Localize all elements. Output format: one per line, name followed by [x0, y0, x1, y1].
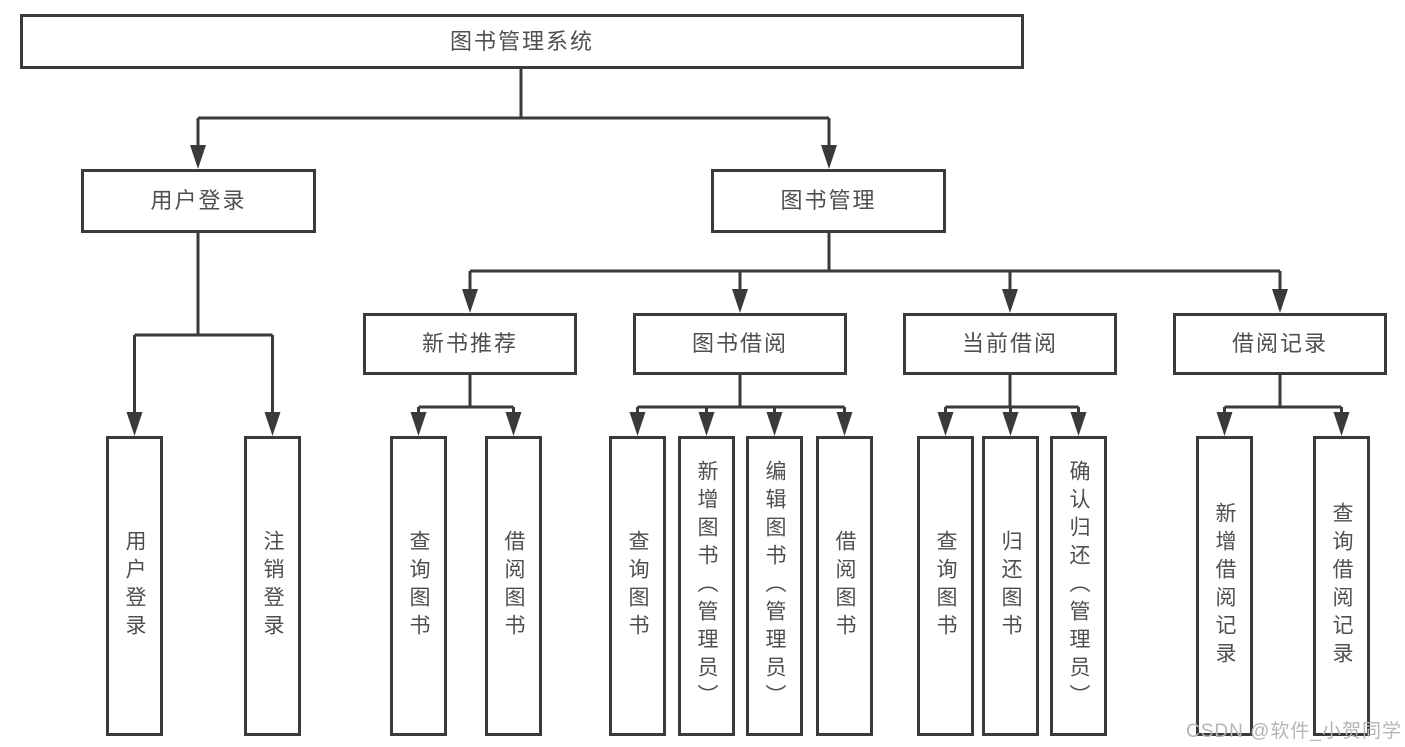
leaf-query-books-3: 查询图书: [917, 436, 974, 736]
node-current-borrowing: 当前借阅: [903, 313, 1117, 375]
arrowhead-icon: [462, 289, 478, 313]
node-root-label: 图书管理系统: [449, 28, 594, 54]
csdn-watermark: CSDN @软件_小贺同学: [1186, 721, 1402, 742]
node-new-book-recommend: 新书推荐: [363, 313, 577, 375]
node-book-management-label: 图书管理: [780, 188, 877, 213]
leaf-edit-book-admin-label: 编辑图书（管理员）: [763, 460, 786, 712]
leaf-borrow-books-2-label: 借阅图书: [833, 530, 856, 642]
arrowhead-icon: [190, 145, 206, 169]
leaf-borrow-books-1: 借阅图书: [485, 436, 542, 736]
arrowhead-icon: [937, 412, 954, 436]
node-book-management: 图书管理: [711, 169, 946, 233]
arrowhead-icon: [821, 145, 837, 169]
arrowhead-icon: [698, 412, 715, 436]
leaf-query-books-2-label: 查询图书: [626, 530, 649, 642]
leaf-logout: 注销登录: [244, 436, 301, 736]
leaf-query-books-2: 查询图书: [609, 436, 666, 736]
leaf-add-borrow-record-label: 新增借阅记录: [1213, 502, 1236, 670]
arrowhead-icon: [732, 289, 748, 313]
arrowhead-icon: [1002, 412, 1019, 436]
arrowhead-icon: [1002, 289, 1018, 313]
leaf-user-login: 用户登录: [106, 436, 163, 736]
node-borrowing-records-label: 借阅记录: [1231, 331, 1328, 356]
arrowhead-icon: [505, 412, 522, 436]
node-new-book-recommend-label: 新书推荐: [421, 331, 518, 356]
leaf-query-books-3-label: 查询图书: [934, 530, 957, 642]
arrowhead-icon: [766, 412, 783, 436]
leaf-borrow-books-1-label: 借阅图书: [502, 530, 525, 642]
leaf-query-borrow-record-label: 查询借阅记录: [1330, 502, 1353, 670]
arrowhead-icon: [264, 412, 281, 436]
leaf-query-books-1: 查询图书: [390, 436, 447, 736]
leaf-borrow-books-2: 借阅图书: [816, 436, 873, 736]
arrowhead-icon: [126, 412, 143, 436]
node-user-login: 用户登录: [81, 169, 316, 233]
leaf-return-book-label: 归还图书: [999, 530, 1022, 642]
leaf-logout-label: 注销登录: [261, 530, 284, 642]
node-book-borrowing-label: 图书借阅: [691, 331, 788, 356]
leaf-user-login-label: 用户登录: [123, 530, 146, 642]
leaf-add-book-admin-label: 新增图书（管理员）: [695, 460, 718, 712]
node-current-borrowing-label: 当前借阅: [961, 331, 1058, 356]
leaf-query-books-1-label: 查询图书: [407, 530, 430, 642]
arrowhead-icon: [1216, 412, 1233, 436]
node-user-login-label: 用户登录: [150, 188, 247, 213]
node-borrowing-records: 借阅记录: [1173, 313, 1387, 375]
node-root: 图书管理系统: [20, 14, 1024, 69]
arrowhead-icon: [629, 412, 646, 436]
leaf-confirm-return-admin-label: 确认归还（管理员）: [1067, 460, 1090, 712]
arrowhead-icon: [836, 412, 853, 436]
arrowhead-icon: [1333, 412, 1350, 436]
leaf-confirm-return-admin: 确认归还（管理员）: [1050, 436, 1107, 736]
arrowhead-icon: [1272, 289, 1288, 313]
leaf-edit-book-admin: 编辑图书（管理员）: [746, 436, 803, 736]
leaf-query-borrow-record: 查询借阅记录: [1313, 436, 1370, 736]
leaf-add-book-admin: 新增图书（管理员）: [678, 436, 735, 736]
leaf-return-book: 归还图书: [982, 436, 1039, 736]
arrowhead-icon: [1070, 412, 1087, 436]
node-book-borrowing: 图书借阅: [633, 313, 847, 375]
arrowhead-icon: [410, 412, 427, 436]
leaf-add-borrow-record: 新增借阅记录: [1196, 436, 1253, 736]
